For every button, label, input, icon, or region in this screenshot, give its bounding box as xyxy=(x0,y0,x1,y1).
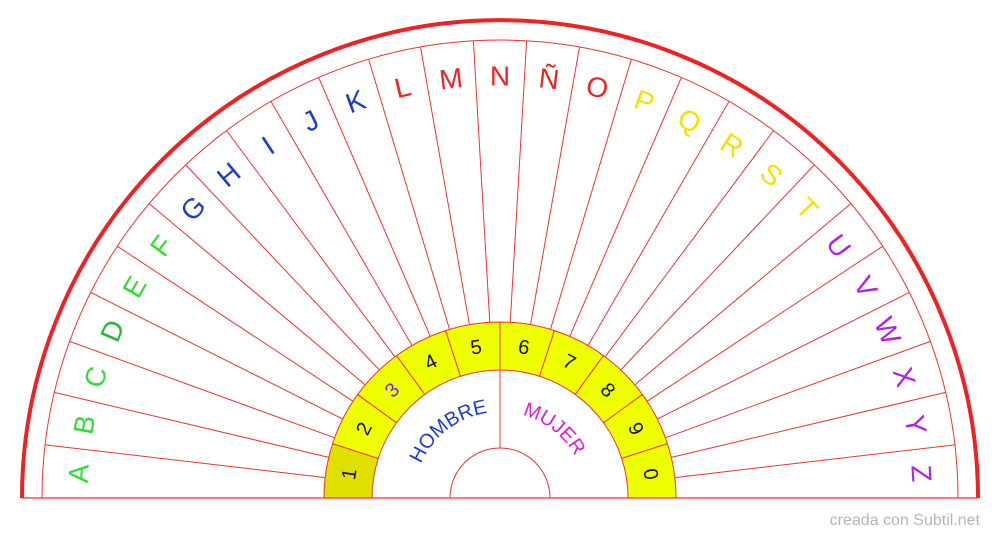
credit-text: creada con Subtil.net xyxy=(829,512,980,529)
letter-label-B: B xyxy=(68,413,102,437)
wedge-divider xyxy=(45,444,326,479)
wedge-divider xyxy=(665,340,931,439)
letter-label-D: D xyxy=(94,315,130,346)
letter-label-Z: Z xyxy=(905,464,937,483)
wedge-divider xyxy=(117,245,354,402)
wedge-divider xyxy=(148,203,366,386)
wedge-divider xyxy=(419,46,470,325)
letter-label-J: J xyxy=(297,104,323,138)
wedge-divider xyxy=(69,340,335,439)
letter-label-X: X xyxy=(887,364,922,391)
wedge-divider xyxy=(620,164,815,371)
wedge-divider xyxy=(657,292,910,420)
wedge-divider xyxy=(634,203,852,386)
letter-label-V: V xyxy=(847,271,883,303)
wedge-outer-arc xyxy=(41,39,959,499)
wedge-divider xyxy=(368,59,450,330)
letter-label-C: C xyxy=(78,363,114,391)
letter-label-L: L xyxy=(392,71,414,105)
letter-label-K: K xyxy=(342,84,370,120)
letter-label-Q: Q xyxy=(673,102,706,139)
letter-label-A: A xyxy=(63,463,95,484)
wedge-divider xyxy=(318,77,431,337)
wedge-divider xyxy=(569,77,682,337)
number-label-5: 5 xyxy=(469,336,483,359)
letter-label-E: E xyxy=(116,271,152,303)
wedge-divider xyxy=(90,292,343,420)
wedge-divider xyxy=(530,46,581,325)
letter-label-U: U xyxy=(820,229,857,264)
letter-label-S: S xyxy=(754,157,788,193)
wedge-divider xyxy=(185,164,380,371)
wedge-divider xyxy=(270,101,413,346)
letter-label-F: F xyxy=(144,230,179,262)
outer-arc xyxy=(20,18,980,499)
wedge-divider xyxy=(646,245,883,402)
letter-label-Ñ: Ñ xyxy=(537,62,561,95)
wedge-divider xyxy=(54,391,329,458)
letter-label-G: G xyxy=(174,190,211,227)
letter-label-P: P xyxy=(630,84,658,120)
wedge-divider xyxy=(604,130,774,358)
letter-label-R: R xyxy=(715,127,749,164)
wedge-divider xyxy=(671,391,946,458)
hub-arc xyxy=(449,447,551,499)
letter-label-W: W xyxy=(868,313,907,350)
letter-label-T: T xyxy=(790,192,824,226)
wedge-divider xyxy=(674,444,955,479)
letter-label-O: O xyxy=(583,70,611,105)
letter-label-Y: Y xyxy=(899,413,933,437)
number-label-1: 1 xyxy=(338,467,361,481)
letter-label-I: I xyxy=(256,130,280,160)
wedge-divider xyxy=(472,40,491,323)
wedge-divider xyxy=(509,40,528,323)
letter-label-N: N xyxy=(490,61,510,92)
letter-label-H: H xyxy=(211,156,246,193)
wedge-divider xyxy=(550,59,632,330)
mujer-label: MUJER xyxy=(521,399,590,459)
letter-label-M: M xyxy=(438,62,465,95)
number-label-0: 0 xyxy=(638,467,661,481)
wedge-divider xyxy=(587,101,730,346)
wedge-divider xyxy=(226,130,396,358)
number-label-6: 6 xyxy=(517,336,531,359)
